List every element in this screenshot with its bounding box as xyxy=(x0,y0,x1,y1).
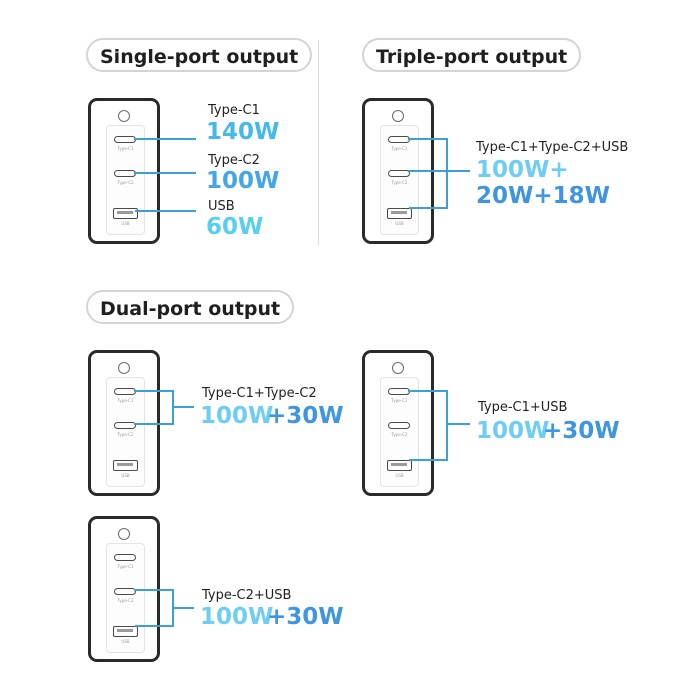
usb-a-port-icon xyxy=(387,460,412,471)
connector-line xyxy=(409,207,446,209)
usb-a-port-icon xyxy=(387,208,412,219)
port-label-c2: Type-C2 xyxy=(391,180,408,185)
brand-logo-icon xyxy=(392,362,404,374)
port-label-usb: USB xyxy=(395,473,404,478)
port-label-c2: Type-C2 xyxy=(117,180,134,185)
connector-line xyxy=(134,172,196,174)
power-value: 20W+18W xyxy=(476,183,611,209)
connector-line xyxy=(446,423,470,425)
section-divider xyxy=(318,40,319,245)
brand-logo-icon xyxy=(118,528,130,540)
usb-c-port-icon xyxy=(114,422,136,429)
connector-line xyxy=(135,625,172,627)
usb-a-port-icon xyxy=(113,208,138,219)
connector-line xyxy=(408,138,446,140)
port-label-c2: Type-C2 xyxy=(117,432,134,437)
usb-c-port-icon xyxy=(388,170,410,177)
port-label-usb: USB xyxy=(395,221,404,226)
bracket-line xyxy=(446,138,448,209)
connector-line xyxy=(446,170,470,172)
connector-line xyxy=(408,170,446,172)
single-port-heading: Single-port output xyxy=(86,38,313,72)
power-value-secondary: +30W xyxy=(267,604,344,630)
port-label-c1: Type-C1 xyxy=(117,564,134,569)
port-label-usb: USB xyxy=(121,473,130,478)
connector-line xyxy=(409,459,446,461)
usb-c-port-icon xyxy=(388,388,410,395)
port-combo-label: Type-C1+USB xyxy=(478,400,568,415)
port-label-usb: USB xyxy=(121,639,130,644)
port-label-c1: Type-C1 xyxy=(117,398,134,403)
charger-icon: Type-C1 Type-C2 USB xyxy=(88,98,160,244)
power-value: 100W+ xyxy=(476,157,569,183)
port-label: USB xyxy=(208,199,235,214)
power-value-primary: 100W xyxy=(476,418,550,444)
port-label-usb: USB xyxy=(121,221,130,226)
power-value: 60W xyxy=(206,214,264,240)
usb-a-port-icon xyxy=(113,626,138,637)
usb-c-port-icon xyxy=(114,170,136,177)
connector-line xyxy=(408,390,446,392)
power-value-secondary: +30W xyxy=(267,403,344,429)
connector-line xyxy=(134,390,172,392)
power-value: 140W xyxy=(206,119,280,145)
connector-line xyxy=(134,589,172,591)
port-label-c1: Type-C1 xyxy=(391,398,408,403)
dual-port-heading: Dual-port output xyxy=(86,290,295,324)
charger-icon: Type-C1 Type-C2 USB xyxy=(88,516,160,662)
brand-logo-icon xyxy=(118,362,130,374)
port-panel: Type-C1 Type-C2 USB xyxy=(380,377,419,487)
power-value: 100W xyxy=(206,168,280,194)
bracket-line xyxy=(446,390,448,461)
port-panel: Type-C1 Type-C2 USB xyxy=(380,125,419,235)
usb-a-port-icon xyxy=(113,460,138,471)
port-combo-label: Type-C2+USB xyxy=(202,588,292,603)
connector-line xyxy=(172,607,194,609)
connector-line xyxy=(135,210,196,212)
power-value-primary: 100W xyxy=(200,604,274,630)
usb-c-port-icon xyxy=(114,588,136,595)
usb-c-port-icon xyxy=(114,554,136,561)
connector-line xyxy=(172,406,194,408)
brand-logo-icon xyxy=(392,110,404,122)
port-panel: Type-C1 Type-C2 USB xyxy=(106,125,145,235)
power-value-secondary: +30W xyxy=(543,418,620,444)
port-combo-label: Type-C1+Type-C2+USB xyxy=(476,140,629,155)
port-label: Type-C1 xyxy=(208,103,260,118)
usb-c-port-icon xyxy=(388,136,410,143)
port-panel: Type-C1 Type-C2 USB xyxy=(106,543,145,653)
port-label-c1: Type-C1 xyxy=(117,146,134,151)
connector-line xyxy=(134,423,172,425)
port-combo-label: Type-C1+Type-C2 xyxy=(202,386,317,401)
port-panel: Type-C1 Type-C2 USB xyxy=(106,377,145,487)
triple-port-heading: Triple-port output xyxy=(362,38,582,72)
port-label-c2: Type-C2 xyxy=(391,432,408,437)
charger-icon: Type-C1 Type-C2 USB xyxy=(362,350,434,496)
power-value-primary: 100W xyxy=(200,403,274,429)
port-label: Type-C2 xyxy=(208,153,260,168)
usb-c-port-icon xyxy=(114,388,136,395)
port-label-c2: Type-C2 xyxy=(117,598,134,603)
usb-c-port-icon xyxy=(388,422,410,429)
connector-line xyxy=(134,138,196,140)
port-label-c1: Type-C1 xyxy=(391,146,408,151)
usb-c-port-icon xyxy=(114,136,136,143)
brand-logo-icon xyxy=(118,110,130,122)
